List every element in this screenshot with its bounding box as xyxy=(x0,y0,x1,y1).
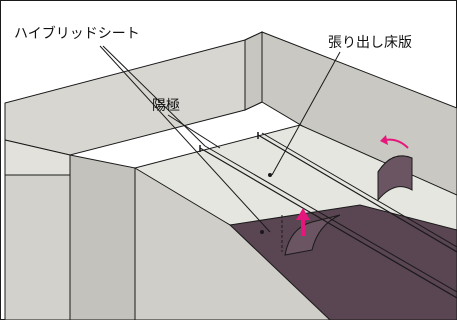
sheet-curl-center xyxy=(284,214,341,256)
girder-face-left xyxy=(69,154,136,320)
leader-hybrid-sheet-2 xyxy=(102,45,206,147)
leader-hybrid-sheet xyxy=(99,45,271,233)
lift-arrow xyxy=(296,208,310,236)
joint-line-1 xyxy=(199,147,457,299)
joint-line-2b xyxy=(261,132,457,248)
sheet-curl-right xyxy=(377,155,413,202)
label-hybrid-sheet: ハイブリッドシート xyxy=(14,25,140,42)
label-overhang-slab: 張り出し床版 xyxy=(328,35,412,51)
sheet-curl-right-outline xyxy=(377,155,413,173)
girder-face-front xyxy=(4,174,71,320)
leader-overhang-slab xyxy=(271,51,341,176)
leader-inside-corner xyxy=(167,114,221,149)
joint-line-2 xyxy=(257,134,457,253)
label-inside-corner: 陽極 xyxy=(152,98,180,114)
dot-sheet xyxy=(260,230,264,234)
peel-arrow xyxy=(380,135,409,149)
joint-line-1b xyxy=(204,145,457,293)
hybrid-sheet-laid xyxy=(228,204,457,320)
parapet-wall-side xyxy=(244,31,263,111)
dot-slab xyxy=(268,173,272,177)
